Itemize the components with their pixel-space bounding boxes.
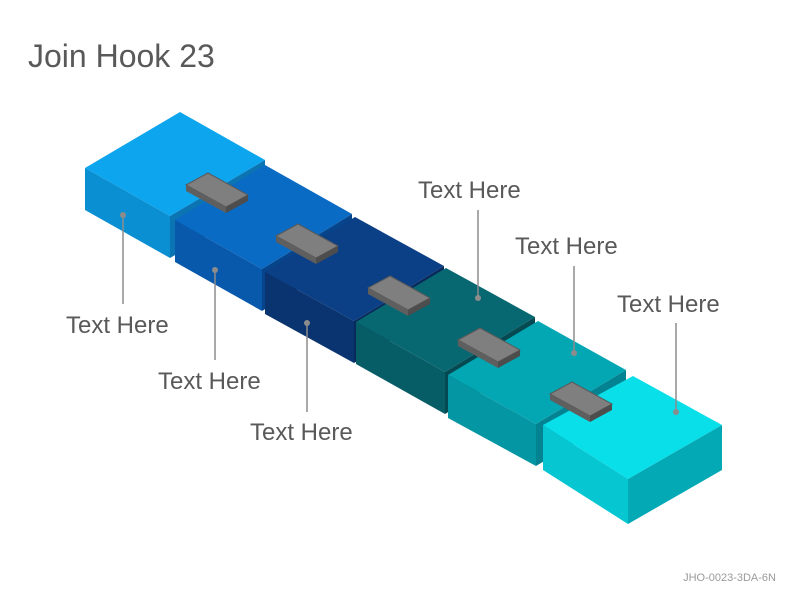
label-block-5: Text Here xyxy=(515,233,618,260)
label-block-2: Text Here xyxy=(158,368,261,395)
block-1-top xyxy=(85,112,265,216)
block-6-side xyxy=(628,425,722,524)
block-5-front xyxy=(448,375,536,466)
connector-1 xyxy=(184,172,250,213)
block-2-top xyxy=(175,165,352,269)
connectors xyxy=(184,172,614,422)
block-1-front xyxy=(85,168,170,258)
label-block-1: Text Here xyxy=(66,312,169,339)
block-3-top xyxy=(265,217,444,321)
connector-5 xyxy=(548,381,614,422)
label-block-6: Text Here xyxy=(617,291,720,318)
block-4-top xyxy=(356,268,535,372)
block-3-front xyxy=(265,272,354,363)
block-6-front xyxy=(543,425,628,524)
footer-code: JHO-0023-3DA-6N xyxy=(683,572,776,584)
connector-3 xyxy=(366,275,432,316)
block-4-front xyxy=(356,322,445,414)
connector-4 xyxy=(456,327,522,368)
block-5-top xyxy=(448,321,626,424)
block-2-front xyxy=(175,220,262,311)
leader-lines xyxy=(120,210,679,415)
page-title: Join Hook 23 xyxy=(28,38,215,74)
label-block-3: Text Here xyxy=(250,419,353,446)
connector-2 xyxy=(274,223,340,264)
label-block-4: Text Here xyxy=(418,177,521,204)
